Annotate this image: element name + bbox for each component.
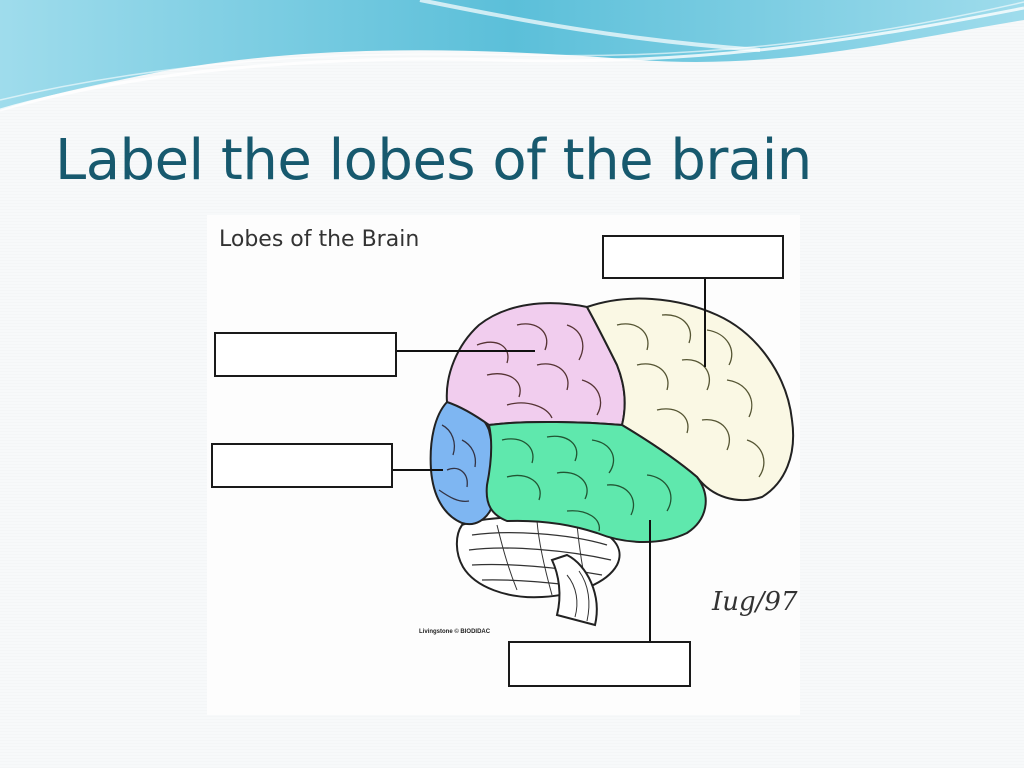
occipital-lobe <box>429 400 497 525</box>
temporal-lobe <box>485 420 707 543</box>
brain-diagram <box>392 278 795 641</box>
leader-lines <box>392 278 706 641</box>
label-box-upper-left[interactable] <box>214 332 397 377</box>
frontal-lobe <box>585 297 795 502</box>
figure-credit: Livingstone © BIODIDAC <box>419 629 491 635</box>
slide-title: Label the lobes of the brain <box>55 128 812 193</box>
label-box-bottom[interactable] <box>508 641 691 687</box>
brainstem <box>550 553 598 627</box>
label-box-middle-left[interactable] <box>211 443 393 488</box>
figure-signature: Iug/97 <box>712 587 798 617</box>
figure-heading: Lobes of the Brain <box>219 227 420 252</box>
header-wave-decoration <box>0 0 1024 112</box>
label-box-top-right[interactable] <box>602 235 784 279</box>
